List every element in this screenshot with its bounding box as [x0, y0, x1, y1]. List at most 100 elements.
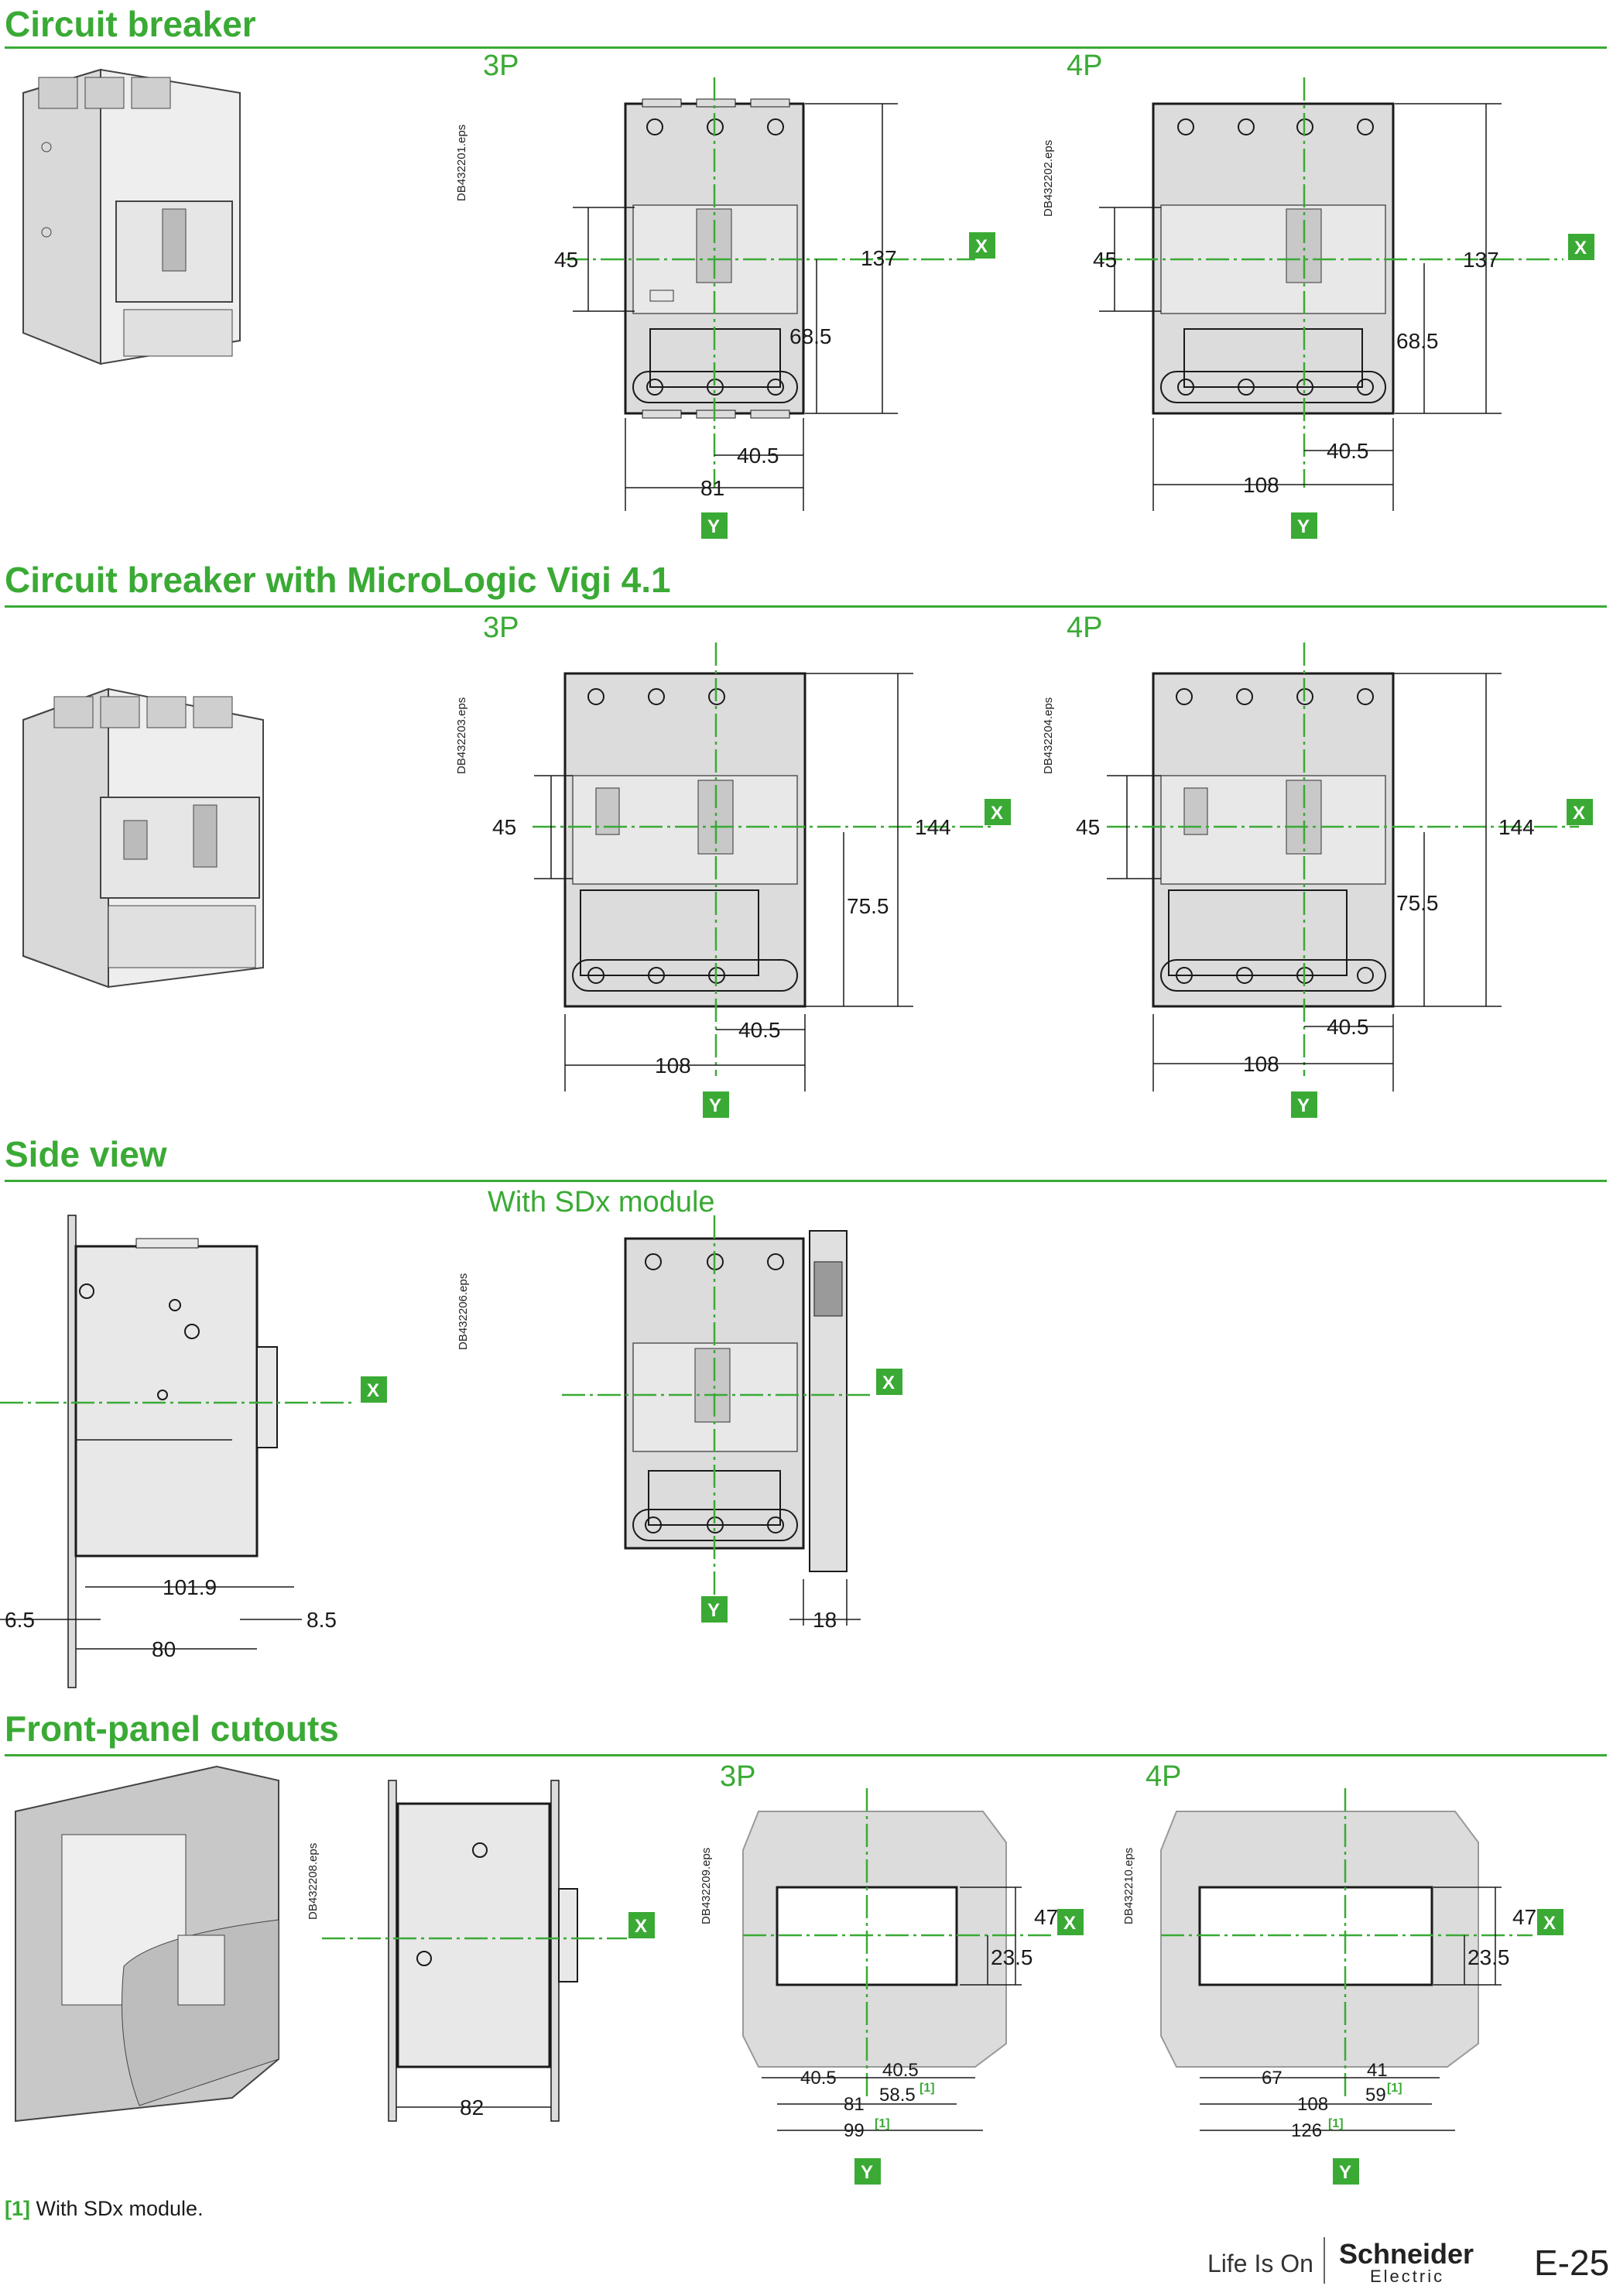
dim-w-40-5: 40.5	[1327, 1015, 1369, 1039]
axis-y-tag	[854, 2158, 881, 2185]
dim-41: 41	[1367, 2060, 1388, 2081]
breaker-3p-front-drawing: 45 137 68.5 40.5 81 X Y	[554, 77, 995, 539]
breaker-3d-illustration	[22, 68, 241, 365]
dim-47: 47	[1512, 1905, 1536, 1929]
axis-y-tag	[701, 1596, 728, 1623]
breaker-vigi-3d-illustration	[22, 687, 264, 989]
breaker-side-view-drawing: 101.9 6.5 8.5 80 X	[0, 1215, 387, 1688]
dim-h-45: 45	[1093, 248, 1117, 272]
axis-x-tag	[969, 232, 995, 259]
breaker-4p-front-drawing: 45 137 68.5 40.5 108 X Y	[1093, 77, 1594, 539]
dim-99: 99	[844, 2120, 865, 2141]
section-rule	[5, 605, 1607, 608]
label-3p: 3P	[483, 612, 519, 644]
axis-y-label: Y	[709, 1095, 721, 1116]
dim-h-75-5: 75.5	[1396, 891, 1439, 915]
label-4p: 4P	[1146, 1760, 1182, 1793]
dim-h-68-5: 68.5	[1396, 329, 1439, 353]
brand-logo-sub: Electric	[1370, 2267, 1445, 2286]
axis-x-tag	[1567, 799, 1593, 825]
dim-23-5: 23.5	[991, 1945, 1033, 1969]
dim-23-5: 23.5	[1467, 1945, 1510, 1969]
dim-h-45: 45	[554, 248, 578, 272]
dim-8-5: 8.5	[307, 1608, 337, 1632]
eps-ref: DB432201.eps	[455, 124, 468, 201]
axis-y-tag	[703, 1091, 729, 1118]
dim-w-81: 81	[700, 476, 724, 500]
brand-logo: Schneider	[1339, 2238, 1474, 2270]
cutout-3p-drawing: 47 23.5 40.5 40.5 81 58.5 [1] 99 [1] X Y	[742, 1788, 1084, 2185]
breaker-vigi-4p-front-drawing: 45 144 75.5 40.5 108 X Y	[1076, 643, 1593, 1118]
footnote-ref: [1]	[1328, 2117, 1344, 2130]
section-title-side-view: Side view	[5, 1134, 167, 1174]
axis-y-label: Y	[707, 1600, 720, 1621]
dim-126: 126	[1291, 2120, 1322, 2141]
axis-y-tag	[701, 512, 728, 539]
section-title-circuit-breaker: Circuit breaker	[5, 4, 256, 44]
dim-6-5: 6.5	[5, 1608, 35, 1632]
dim-80: 80	[152, 1637, 176, 1661]
eps-ref: DB432206.eps	[457, 1273, 470, 1350]
footer-divider	[1324, 2237, 1325, 2284]
axis-x-label: X	[882, 1372, 895, 1393]
dim-108: 108	[1297, 2094, 1328, 2115]
section-title-cutouts: Front-panel cutouts	[5, 1708, 339, 1749]
footnote-ref: [1]	[920, 2082, 935, 2095]
axis-x-label: X	[1573, 803, 1585, 824]
axis-x-tag	[985, 799, 1011, 825]
dim-h-68-5: 68.5	[789, 324, 832, 348]
axis-x-label: X	[975, 236, 988, 257]
axis-y-label: Y	[1297, 516, 1310, 537]
eps-ref: DB432203.eps	[455, 697, 468, 774]
dim-h-137: 137	[861, 246, 897, 270]
footnote-ref: [1]	[875, 2117, 890, 2130]
eps-ref: DB432202.eps	[1042, 139, 1055, 217]
dim-w-40-5: 40.5	[738, 1018, 781, 1042]
label-with-sdx: With SDx module	[488, 1186, 715, 1218]
dim-18: 18	[813, 1608, 837, 1632]
axis-x-tag	[628, 1912, 655, 1938]
label-4p: 4P	[1067, 50, 1103, 82]
cutout-4p-drawing: 47 23.5 67 41 108 59 [1] 126 [1] X Y	[1160, 1788, 1563, 2185]
footnote-ref: [1]	[5, 2197, 30, 2220]
axis-x-label: X	[367, 1380, 379, 1401]
breaker-vigi-3p-front-drawing: 45 144 75.5 40.5 108 X Y	[492, 643, 1011, 1118]
dim-h-45: 45	[492, 815, 516, 839]
dim-w-40-5: 40.5	[737, 444, 779, 468]
dim-h-137: 137	[1463, 248, 1499, 272]
dim-58-5: 58.5	[879, 2085, 916, 2106]
axis-y-label: Y	[1297, 1095, 1310, 1116]
axis-y-tag	[1291, 512, 1317, 539]
axis-x-label: X	[1574, 238, 1587, 259]
footer-tagline: Life Is On	[1207, 2250, 1313, 2277]
dim-81: 81	[844, 2094, 865, 2115]
dim-40-5-left: 40.5	[800, 2068, 837, 2089]
axis-x-label: X	[991, 803, 1003, 824]
dim-h-144: 144	[1498, 815, 1535, 839]
axis-x-tag	[361, 1376, 387, 1403]
eps-ref: DB432209.eps	[700, 1847, 713, 1924]
section-title-micrologic: Circuit breaker with MicroLogic Vigi 4.1	[5, 560, 671, 600]
dim-w-108: 108	[1243, 473, 1279, 497]
axis-y-label: Y	[707, 516, 720, 537]
label-4p: 4P	[1067, 612, 1103, 644]
axis-y-tag	[1333, 2158, 1359, 2185]
dim-h-144: 144	[915, 815, 951, 839]
footnote-text: With SDx module.	[30, 2197, 204, 2220]
axis-y-label: Y	[861, 2162, 873, 2183]
label-3p: 3P	[720, 1760, 756, 1793]
dim-101-9: 101.9	[163, 1575, 217, 1599]
footnote: [1] With SDx module.	[5, 2197, 204, 2221]
breaker-sdx-front-drawing: 18 X Y	[562, 1215, 902, 1632]
section-rule	[5, 1754, 1607, 1756]
dim-67: 67	[1262, 2068, 1283, 2089]
eps-ref: DB432204.eps	[1042, 697, 1055, 774]
label-3p: 3P	[483, 50, 519, 82]
axis-x-label: X	[635, 1916, 647, 1937]
axis-x-tag	[1537, 1909, 1563, 1935]
dim-59: 59	[1365, 2085, 1386, 2106]
dim-47: 47	[1034, 1905, 1058, 1929]
panel-cutout-3d-illustration	[15, 1765, 279, 2123]
axis-x-tag	[876, 1369, 902, 1395]
axis-x-tag	[1568, 234, 1594, 260]
